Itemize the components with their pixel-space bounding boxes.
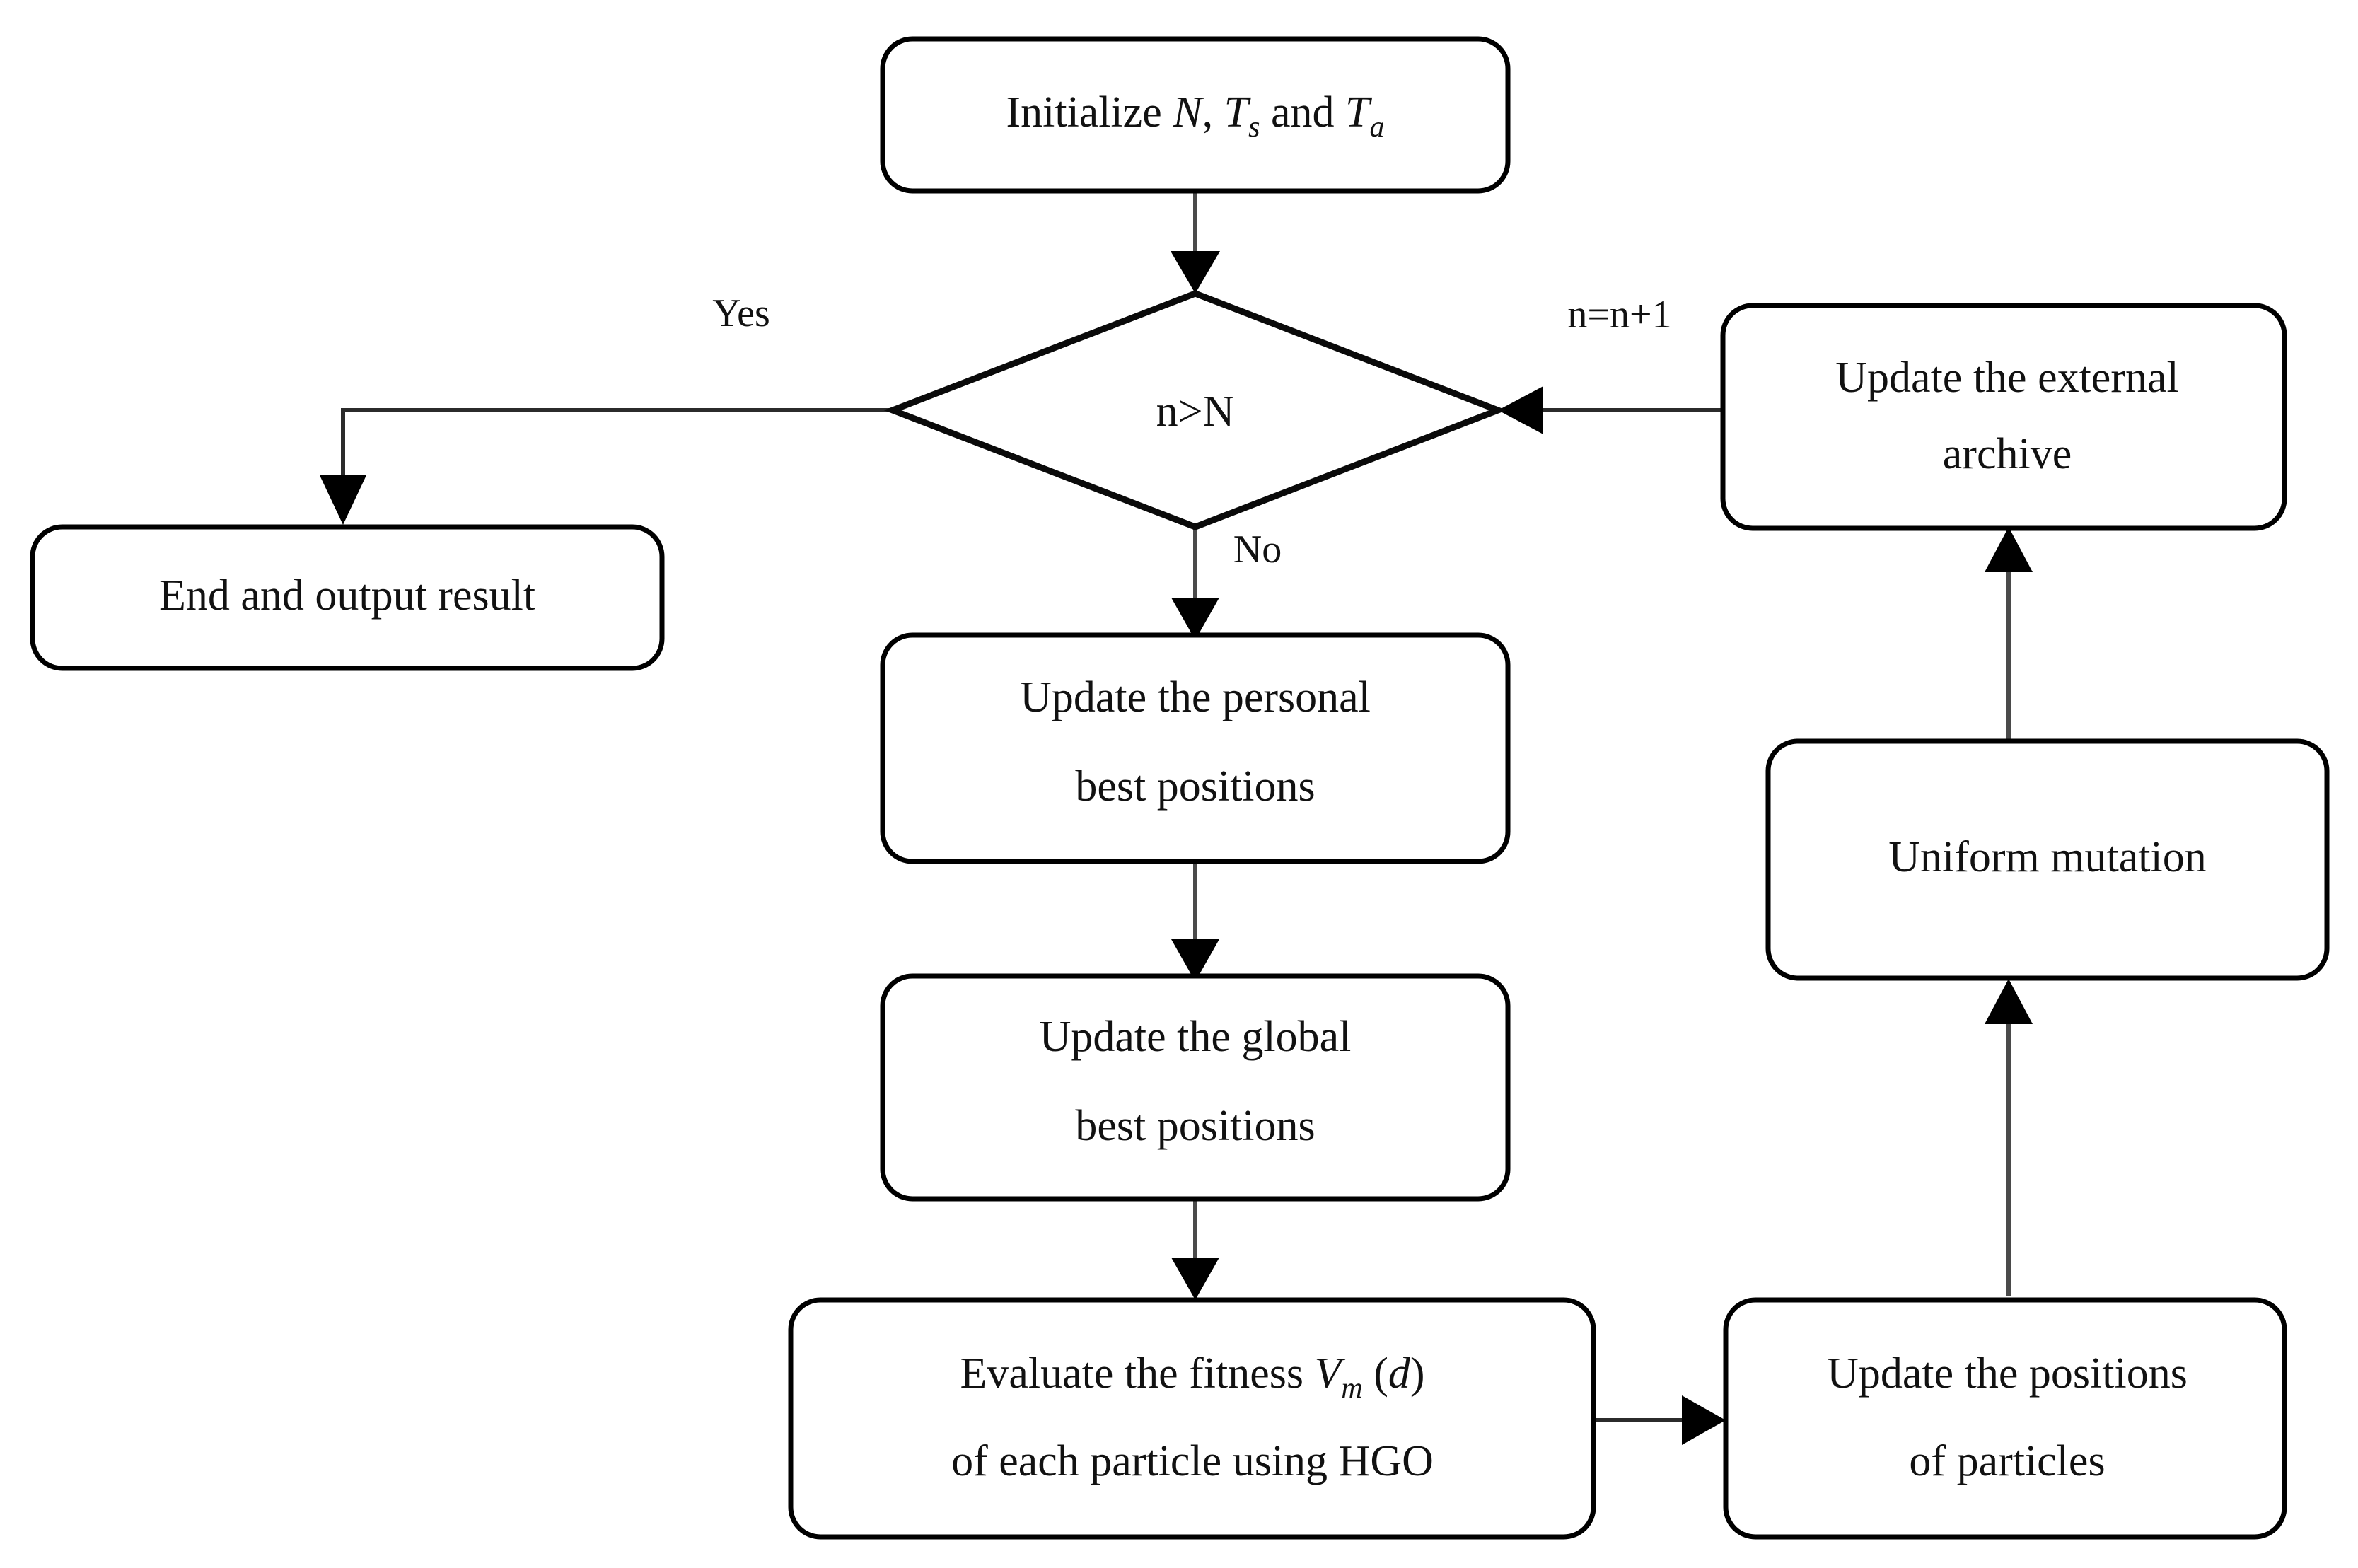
edge-global-best-to-evaluate [1171, 1195, 1219, 1300]
node-evaluate-fitness[interactable]: Evaluate the fitness Vm (d) of each part… [788, 1297, 1596, 1540]
node-update-global-best[interactable]: Update the global best positions [880, 973, 1511, 1202]
node-update-global-best-line1: Update the global [1040, 1013, 1352, 1061]
edge-personal-best-to-global-best [1171, 859, 1219, 982]
node-update-archive-line2: archive [1943, 430, 2072, 478]
node-decision-label: n>N [1156, 388, 1235, 436]
edge-update-positions-to-mutation [1985, 979, 2033, 1296]
node-initialize[interactable]: Initialize N, Ts and Ta [880, 36, 1511, 194]
edge-label-increment: n=n+1 [1567, 293, 1671, 337]
node-evaluate-fitness-line1: Evaluate the fitness Vm (d) [960, 1349, 1424, 1404]
node-update-archive-line1: Update the external [1835, 354, 2178, 402]
node-update-positions-line1: Update the positions [1827, 1349, 2188, 1398]
node-update-personal-best[interactable]: Update the personal best positions [880, 632, 1511, 864]
edge-evaluate-to-update-positions [1593, 1395, 1726, 1445]
edge-decision-yes-to-end [320, 408, 896, 525]
node-update-personal-best-line2: best positions [1075, 762, 1315, 811]
edge-decision-no-to-personal-best [1171, 527, 1219, 640]
node-update-positions-line2: of particles [1909, 1437, 2105, 1485]
node-update-global-best-line2: best positions [1075, 1102, 1315, 1150]
node-end-output-label: End and output result [159, 571, 535, 620]
node-uniform-mutation-label: Uniform mutation [1888, 833, 2206, 881]
node-update-positions[interactable]: Update the positions of particles [1723, 1297, 2287, 1540]
node-update-personal-best-line1: Update the personal [1020, 673, 1371, 721]
edge-initialize-to-decision [1171, 192, 1220, 294]
node-decision[interactable]: n>N [883, 290, 1507, 530]
edge-label-no: No [1233, 528, 1282, 571]
node-uniform-mutation[interactable]: Uniform mutation [1765, 738, 2330, 981]
node-end-output[interactable]: End and output result [30, 524, 665, 671]
node-update-archive[interactable]: Update the external archive [1720, 303, 2287, 531]
node-initialize-label: Initialize N, Ts and Ta [1006, 88, 1384, 143]
edge-archive-to-decision [1498, 386, 1723, 434]
edge-label-yes: Yes [712, 291, 769, 335]
node-evaluate-fitness-line2: of each particle using HGO [951, 1437, 1434, 1485]
